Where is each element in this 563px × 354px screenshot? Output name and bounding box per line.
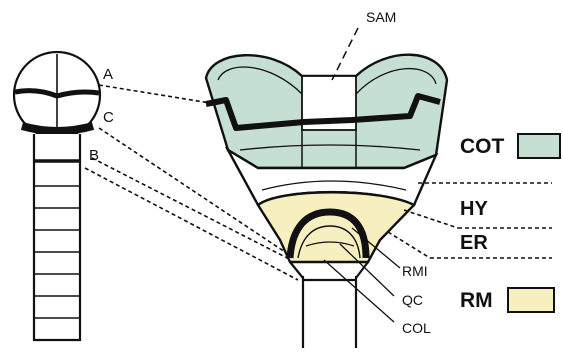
legend-cot-swatch: [518, 134, 560, 158]
legend-rm-label: RM: [460, 289, 493, 312]
label-hy: HY: [460, 198, 488, 220]
label-rmi: RMI: [402, 263, 428, 279]
label-a: A: [103, 66, 113, 83]
sam-pointer-line: [332, 28, 358, 80]
label-b: B: [89, 147, 99, 164]
left-embryo-body: [34, 134, 80, 340]
legend: COT RM: [460, 134, 560, 312]
legend-rm-swatch: [508, 288, 554, 312]
label-qc: QC: [402, 292, 423, 308]
suspensor: [303, 276, 356, 348]
label-col: COL: [402, 320, 431, 336]
label-sam: SAM: [366, 9, 396, 25]
label-er: ER: [460, 232, 488, 254]
legend-cot-label: COT: [460, 135, 505, 158]
label-c: C: [103, 109, 114, 126]
left-embryo: A C B: [14, 52, 114, 340]
